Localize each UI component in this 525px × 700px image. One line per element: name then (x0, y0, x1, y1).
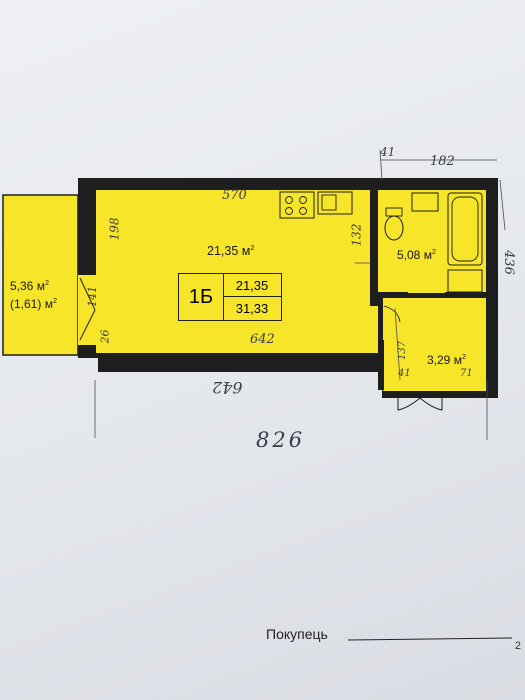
dim-141: 141 (86, 286, 99, 307)
stove (279, 191, 315, 219)
buyer-label: Покупець (266, 626, 328, 642)
page-number: 2 (514, 640, 521, 652)
apartment-code-box: 1Б 21,35 31,33 (178, 273, 282, 321)
dim-41: 41 (380, 145, 396, 159)
apartment-code: 1Б (179, 274, 224, 320)
dim-198: 198 (107, 217, 122, 241)
area-unit-power: 2 (44, 278, 49, 287)
bathtub (447, 192, 483, 266)
dim-41-small: 41 (398, 368, 411, 379)
entrance-door (397, 397, 421, 411)
balcony-area-value: 5,36 (10, 279, 34, 293)
area-unit: м (423, 248, 432, 262)
area-unit-power: 2 (431, 247, 436, 256)
area-unit-power: 2 (461, 352, 466, 361)
kitchen-sink (317, 191, 353, 215)
dim-182: 182 (430, 154, 455, 169)
dim-132: 132 (349, 223, 364, 247)
total-area-value: 31,33 (235, 301, 269, 316)
bathroom-area: 5,08 м2 (397, 247, 436, 262)
area-unit-power: 2 (52, 296, 57, 305)
area-unit: м (36, 279, 45, 293)
bathroom-sink (411, 192, 439, 212)
dim-26: 26 (98, 329, 112, 344)
hall-area: 3,29 м2 (427, 352, 466, 367)
dim-71: 71 (460, 368, 473, 379)
balcony-area (2, 194, 79, 356)
bathroom-area-value: 5,08 (397, 248, 421, 262)
signature-line (347, 637, 513, 641)
balcony-reduced-area-label: (1,61) м2 (10, 296, 57, 311)
dim-436: 436 (500, 250, 516, 275)
dim-642-outer: 642 (212, 378, 243, 397)
balcony-door-opening (78, 275, 98, 345)
area-unit: м (241, 244, 251, 259)
area-unit-power: 2 (250, 243, 255, 252)
area-unit: м (453, 353, 462, 367)
bathroom (378, 190, 486, 293)
interior-wall-horizontal (378, 292, 408, 298)
dim-137: 137 (397, 340, 409, 361)
hall-area-value: 3,29 (427, 353, 451, 367)
balcony-reduced-area-value: (1,61) (10, 297, 42, 311)
dim-826: 826 (256, 428, 306, 452)
living-area-value: 21,35 (223, 274, 281, 297)
dim-642-inner: 642 (250, 332, 275, 347)
hall-room (383, 298, 486, 391)
area-unit: м (44, 297, 53, 311)
hall-left-wall (378, 340, 384, 390)
balcony-area-label: 5,36 м2 (10, 278, 49, 293)
dim-570: 570 (222, 188, 247, 203)
main-room (96, 190, 378, 353)
interior-wall-horizontal-2 (445, 292, 486, 298)
washer (447, 269, 483, 293)
main-room-area-value: 21,35 (207, 244, 239, 259)
main-room-area: 21,35 м2 (207, 243, 255, 258)
interior-wall-vertical (370, 190, 378, 306)
